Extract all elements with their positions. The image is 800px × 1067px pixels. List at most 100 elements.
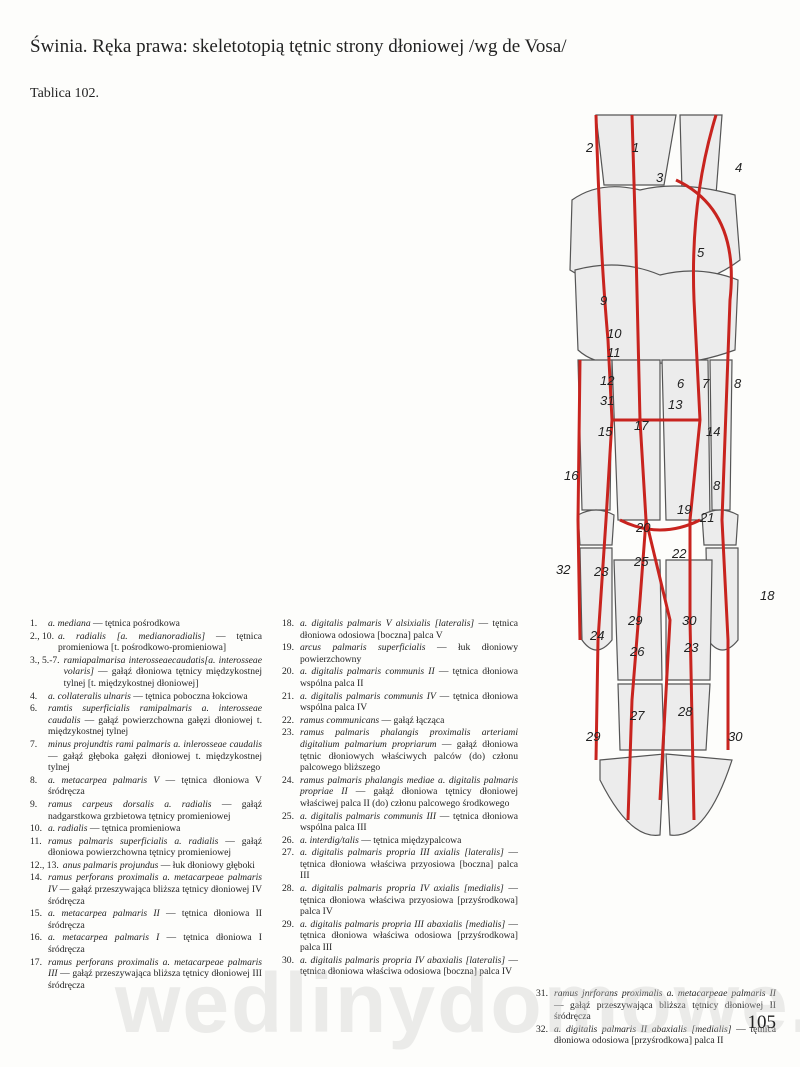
polish-description: — łuk dłoniowy powierzchowny xyxy=(300,642,518,665)
legend-text: ramiapalmarisa interosseaecaudatis[a. in… xyxy=(64,655,262,690)
legend-item: 16.a. metacarpea palmaris I — tętnica dł… xyxy=(30,932,262,955)
figure-label: 22 xyxy=(671,546,687,561)
polish-description: — tętnica dłoniowa właściwa przyosiowa [… xyxy=(300,883,518,918)
legend-number: 31. xyxy=(536,988,548,999)
polish-description: — tętnica międzypalcowa xyxy=(358,834,462,846)
figure-label: 1 xyxy=(632,140,639,155)
figure-label: 17 xyxy=(634,418,649,433)
legend-number: 26. xyxy=(282,834,294,846)
legend-item: 25.a. digitalis palmaris communis III — … xyxy=(282,811,518,834)
legend-text: a. interdig/talis — tętnica międzypalcow… xyxy=(300,835,518,847)
polish-description: — tętnica promieniowa xyxy=(87,823,181,835)
latin-term: ramus carpeus dorsalis a. radialis xyxy=(48,798,212,810)
legend-item: 17.ramus perforans proximalis a. metacar… xyxy=(30,957,262,992)
figure-label: 27 xyxy=(629,708,645,723)
legend-text: a. digitalis palmaris communis III — tęt… xyxy=(300,811,518,834)
legend-number: 19. xyxy=(282,642,294,654)
figure-label: 16 xyxy=(564,468,579,483)
figure-label: 15 xyxy=(598,424,613,439)
latin-term: a. digitalis palmaris communis III xyxy=(300,810,437,822)
latin-term: a. digitalis palmaris II abaxialis [medi… xyxy=(554,1023,732,1035)
legend-item: 6. ramtis superficialis ramipalmaris a. i… xyxy=(30,703,262,738)
latin-term: minus projundtis rami palmaris a. inlero… xyxy=(48,738,262,750)
legend-text: a. metacarpea palmaris I — tętnica dłoni… xyxy=(48,932,262,955)
latin-term: a. radialis [a. medianoradialis] xyxy=(57,630,206,642)
latin-term: arcus palmaris superficialis xyxy=(300,642,426,654)
latin-term: anus palmaris projundus xyxy=(62,859,159,871)
latin-term: ramus jnrforans proximalis a. metacarpea… xyxy=(554,988,776,999)
legend-item: 11.ramus palmaris superficialis a. radia… xyxy=(30,836,262,859)
polish-description: — tętnica dłoniowa I śródręcza xyxy=(48,932,263,956)
legend-number: 18. xyxy=(282,618,294,629)
legend-text: ramus communicans — gałąź łącząca xyxy=(300,715,518,727)
figure-label: 7 xyxy=(702,376,710,391)
polish-description: — tętnica dłoniowa wspólna palca IV xyxy=(300,690,518,714)
latin-term: ramus palmaris superficialis a. radialis xyxy=(48,835,219,847)
legend-text: a. digitalis palmaris propria III axiali… xyxy=(300,847,518,882)
legend-number: 6. xyxy=(30,703,38,715)
latin-term: a. metacarpea palmaris V xyxy=(48,774,160,786)
latin-term: a. digitalis palmaris propria III axiali… xyxy=(300,847,504,859)
figure-label: 10 xyxy=(607,326,622,341)
latin-term: ramtis superficialis ramipalmaris a. int… xyxy=(48,703,262,726)
polish-description: — tętnica dłoniowa odosiowa [boczna] pal… xyxy=(300,618,518,641)
legend-text: a. digitalis palmaris V alsixialis [late… xyxy=(300,618,518,641)
polish-description: — gałąź nadgarstkowa grzbietowa tętnicy … xyxy=(48,798,262,822)
legend-text: ramus perforans proximalis a. metacarpea… xyxy=(48,957,262,992)
figure-label: 23 xyxy=(683,640,699,655)
legend-text: arcus palmaris superficialis — łuk dłoni… xyxy=(300,642,518,665)
polish-description: — gałąź przeszywająca bliższa tętnicy dł… xyxy=(48,884,262,907)
figure-label: 12 xyxy=(600,373,615,388)
legend-number: 7. xyxy=(30,738,38,750)
legend-text: a. digitalis palmaris propria III abaxia… xyxy=(300,919,518,954)
page-number: 105 xyxy=(747,1012,777,1033)
legend-item: 21.a. digitalis palmaris communis IV — t… xyxy=(282,691,518,714)
legend-text: ramus carpeus dorsalis a. radialis — gał… xyxy=(48,799,262,822)
figure-label: 25 xyxy=(633,554,649,569)
legend-number: 12., 13. xyxy=(30,859,59,871)
legend-number: 10. xyxy=(30,823,42,835)
latin-term: a. digitalis palmaris propria III abaxia… xyxy=(300,918,506,930)
legend-text: a. digitalis palmaris propria IV axialis… xyxy=(300,883,518,918)
legend-text: ramus palmaris phalangis proximalis arte… xyxy=(300,727,518,773)
legend-number: 8. xyxy=(30,774,38,786)
legend-column-2: 18. a. digitalis palmaris V alsixialis [l… xyxy=(282,618,518,979)
figure-label: 13 xyxy=(668,397,683,412)
figure-label: 11 xyxy=(607,345,621,360)
legend-item: 12., 13. anus palmaris projundus — łuk dł… xyxy=(30,860,262,872)
latin-term: ramus perforans proximalis a. metacarpea… xyxy=(48,872,262,896)
polish-description: — tętnica dłoniowa właściwa przyosiowa [… xyxy=(300,847,519,882)
legend-number: 15. xyxy=(30,908,42,920)
polish-description: — tętnica poboczna łokciowa xyxy=(130,690,248,702)
polish-description: — tętnica dłoniowa właściwa odosiowa [pr… xyxy=(300,918,518,954)
latin-term: a. digitalis palmaris propria IV axialis… xyxy=(300,883,504,895)
legend-number: 27. xyxy=(282,847,294,859)
legend-text: anus palmaris projundus — łuk dłoniowy g… xyxy=(63,860,262,872)
figure-label: 14 xyxy=(706,424,720,439)
legend-item: 31. ramus jnrforans proximalis a. metacar… xyxy=(536,988,776,1023)
figure-label: 9 xyxy=(600,293,607,308)
figure-label: 30 xyxy=(728,729,743,744)
polish-description: — gałąź dłoniowa tętnic dłoniowych właśc… xyxy=(300,738,518,774)
legend-item: 20.a. digitalis palmaris communis II — t… xyxy=(282,666,518,689)
polish-description: — gałąź dłoniowa powierzchowna tętnicy p… xyxy=(48,835,262,859)
polish-description: — gałąź przeszywająca bliższa tętnicy dł… xyxy=(48,968,262,991)
legend-item: 22.ramus communicans — gałąź łącząca xyxy=(282,715,518,727)
legend-item: 7. minus projundtis rami palmaris a. inle… xyxy=(30,739,262,774)
legend-item: 19. arcus palmaris superficialis — łuk dł… xyxy=(282,642,518,665)
legend-text: a. digitalis palmaris propria IV abaxial… xyxy=(300,955,518,978)
figure-label: 3 xyxy=(656,170,664,185)
legend-text: a. digitalis palmaris communis II — tętn… xyxy=(300,666,518,689)
arteries xyxy=(576,114,733,821)
figure-label: 29 xyxy=(585,729,600,744)
legend-number: 32. xyxy=(536,1023,548,1035)
legend-text: a. radialis — tętnica promieniowa xyxy=(48,823,262,835)
legend-text: minus projundtis rami palmaris a. inlero… xyxy=(48,739,262,774)
legend-number: 1. xyxy=(30,618,38,629)
polish-description: — tętnica pośrodkowa xyxy=(90,618,180,629)
legend-item: 18. a. digitalis palmaris V alsixialis [l… xyxy=(282,618,518,641)
latin-term: a. radialis xyxy=(48,823,88,835)
figure-label: 2 xyxy=(585,140,594,155)
page-title: Świnia. Ręka prawa: skeletotopią tętnic … xyxy=(30,36,567,57)
